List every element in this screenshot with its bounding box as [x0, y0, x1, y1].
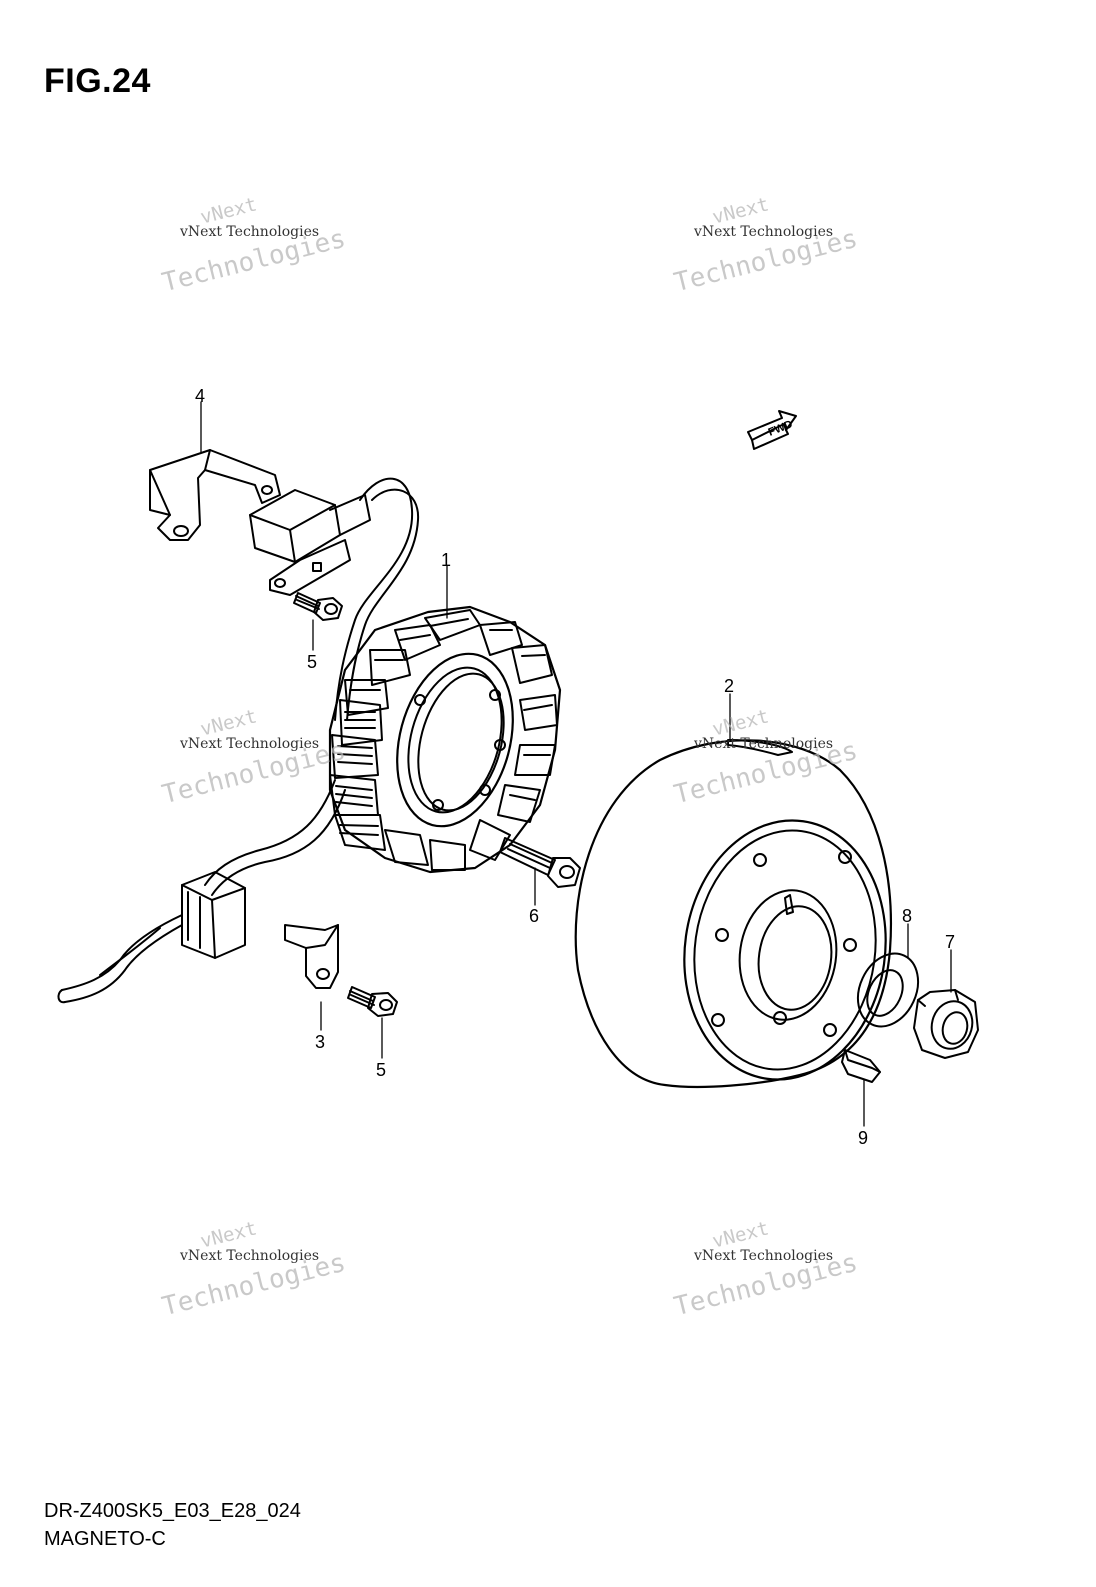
small-bracket-part — [284, 924, 339, 989]
washer-part — [856, 952, 920, 1028]
bolt-part — [347, 986, 398, 1017]
fwd-label: FWD — [767, 418, 795, 439]
pickup-coil — [249, 477, 420, 721]
fwd-arrow — [747, 410, 797, 450]
key-part — [841, 1049, 881, 1083]
callout-label: 1 — [441, 550, 451, 570]
stator-bolt-part — [499, 837, 581, 888]
callout-label: 4 — [195, 386, 205, 406]
wire-harness — [57, 779, 346, 1004]
model-code: DR-Z400SK5_E03_E28_024 — [44, 1500, 301, 1522]
rotor-part — [574, 739, 893, 1089]
leader-lines — [200, 401, 952, 1127]
callout-label: 9 — [858, 1128, 868, 1148]
callout-label: 6 — [529, 906, 539, 926]
callout-label: 5 — [376, 1060, 386, 1080]
stator-part — [328, 605, 562, 874]
bracket-part — [149, 449, 281, 541]
figure-title: FIG.24 — [44, 62, 151, 100]
bolt-part — [293, 592, 343, 621]
callout-label: 2 — [724, 676, 734, 696]
section-name: MAGNETO-C — [44, 1528, 166, 1550]
nut-part — [913, 989, 979, 1059]
callout-label: 8 — [902, 906, 912, 926]
callout-label: 5 — [307, 652, 317, 672]
callout-label: 3 — [315, 1032, 325, 1052]
callout-label: 7 — [945, 932, 955, 952]
